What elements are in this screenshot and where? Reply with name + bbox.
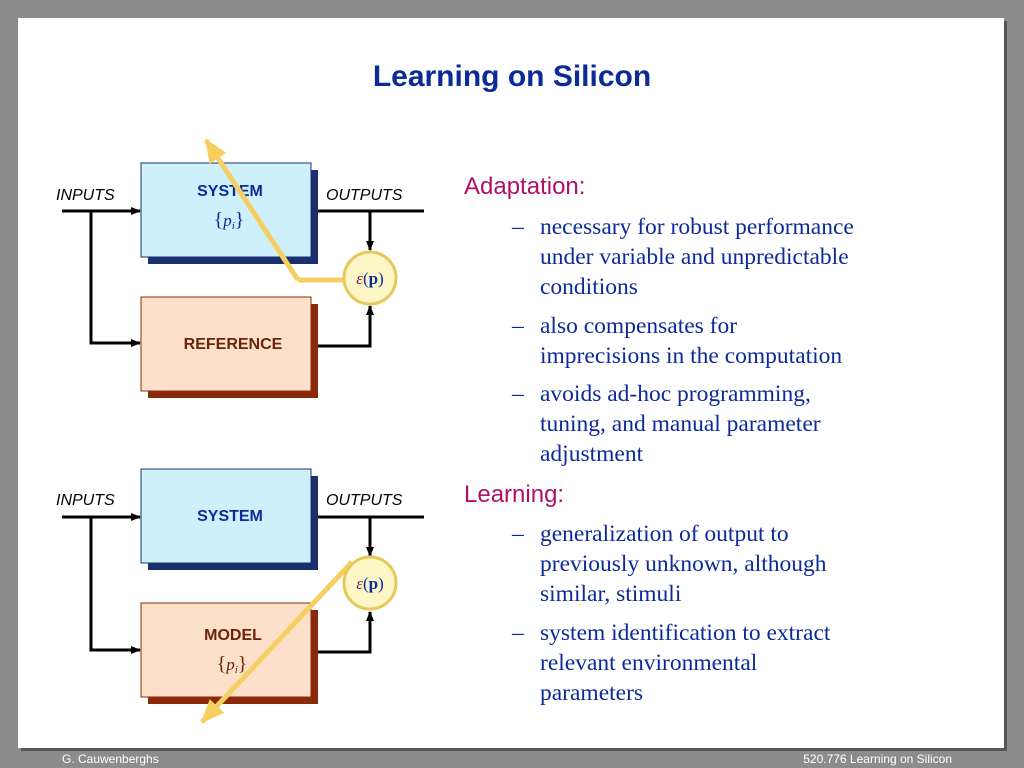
- model-params: {pi}: [217, 653, 248, 676]
- adaptation-heading: Adaptation:: [464, 173, 586, 200]
- outputs-label: OUTPUTS: [326, 492, 403, 509]
- system-label: SYSTEM: [197, 508, 263, 525]
- bullet-dash: –: [512, 620, 524, 646]
- inputs-label: INPUTS: [56, 492, 115, 509]
- system-box: [140, 468, 312, 564]
- error-circle: [342, 555, 398, 611]
- reference-box: [140, 296, 312, 392]
- learning-arrow: [203, 138, 301, 282]
- adaptation-item-text: necessary for robust performance under v…: [540, 214, 854, 300]
- reference-label: REFERENCE: [184, 336, 283, 353]
- inputs-label: INPUTS: [56, 187, 115, 204]
- learning-heading: Learning:: [464, 481, 565, 508]
- bullet-dash: –: [512, 521, 524, 547]
- learning-item-text: generalization of output to previously u…: [540, 521, 827, 607]
- model-label: MODEL: [204, 627, 262, 644]
- bullet-dash: –: [512, 214, 524, 240]
- error-symbol: ε(p): [356, 574, 384, 593]
- slide-title: Learning on Silicon: [372, 60, 652, 93]
- system-label: SYSTEM: [197, 183, 263, 200]
- diagram-learning: INPUTS OUTPUTS SYSTEM MODEL {pi} ε(p): [56, 468, 424, 724]
- list-item: – generalization of output to previously…: [512, 519, 982, 609]
- learning-arrow: [200, 560, 354, 724]
- list-item: – necessary for robust performance under…: [512, 212, 982, 302]
- list-item: – system identification to extract relev…: [512, 618, 982, 708]
- footer-author: G. Cauwenberghs: [62, 752, 159, 766]
- adaptation-item-text: also compensates for imprecisions in the…: [540, 313, 843, 369]
- list-item: – avoids ad-hoc programming, tuning, and…: [512, 379, 982, 469]
- outputs-label: OUTPUTS: [326, 187, 403, 204]
- error-symbol: ε(p): [356, 269, 384, 288]
- bullet-dash: –: [512, 381, 524, 407]
- model-box: [140, 602, 312, 698]
- diagram-adaptation: INPUTS OUTPUTS SYSTEM {pi} REFERENCE ε(p…: [56, 138, 424, 398]
- bullet-dash: –: [512, 313, 524, 339]
- footer-course: 520.776 Learning on Silicon: [803, 752, 952, 766]
- adaptation-item-text: avoids ad-hoc programming, tuning, and m…: [540, 381, 821, 467]
- error-circle: [342, 250, 398, 306]
- learning-item-text: system identification to extract relevan…: [540, 620, 831, 706]
- system-box: [140, 162, 312, 258]
- system-params: {pi}: [214, 209, 245, 232]
- list-item: – also compensates for imprecisions in t…: [512, 311, 982, 371]
